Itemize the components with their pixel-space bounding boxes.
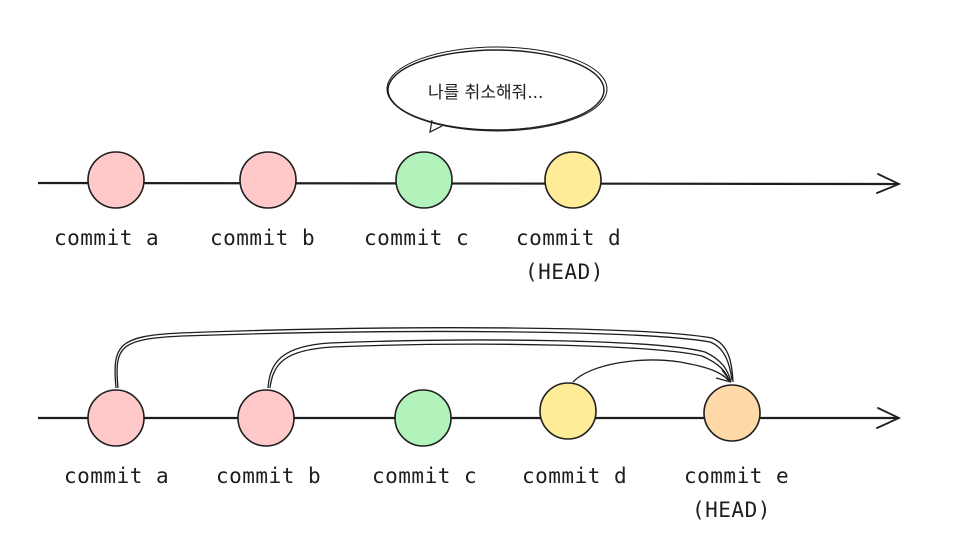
commit-node-c [394, 389, 452, 447]
arrow-from-commit-a [114, 327, 734, 389]
revert-arrows [114, 327, 734, 389]
bottom-head-label: (HEAD) [692, 498, 771, 522]
bottom-commit-a-label: commit a [64, 464, 170, 488]
commit-node-d [544, 151, 602, 209]
bottom-commit-c-label: commit c [372, 464, 478, 488]
arrow-from-commit-b [267, 339, 732, 389]
commit-node-c [395, 151, 453, 209]
speech-bubble [386, 46, 608, 134]
commit-node-b [237, 389, 295, 447]
bottom-commit-e-label: commit e [684, 464, 790, 488]
top-head-label: (HEAD) [525, 260, 604, 284]
top-commit-c-label: commit c [364, 226, 470, 250]
commit-node-a [87, 151, 145, 209]
bottom-commit-b-label: commit b [216, 464, 322, 488]
bottom-timeline-commits [87, 382, 761, 447]
commit-node-a [87, 389, 145, 447]
top-timeline-commits [87, 151, 602, 209]
speech-bubble-text: 나를 취소해줘... [428, 83, 544, 103]
bottom-commit-d-label: commit d [522, 464, 628, 488]
commit-node-b [239, 151, 297, 209]
arrow-from-commit-d [572, 359, 731, 383]
commit-node-e [703, 384, 761, 442]
top-commit-d-label: commit d [516, 226, 622, 250]
top-commit-a-label: commit a [54, 226, 160, 250]
bottom-timeline-axis [38, 407, 902, 429]
commit-node-d [539, 382, 597, 440]
top-timeline-axis [37, 173, 902, 194]
top-commit-b-label: commit b [210, 226, 316, 250]
